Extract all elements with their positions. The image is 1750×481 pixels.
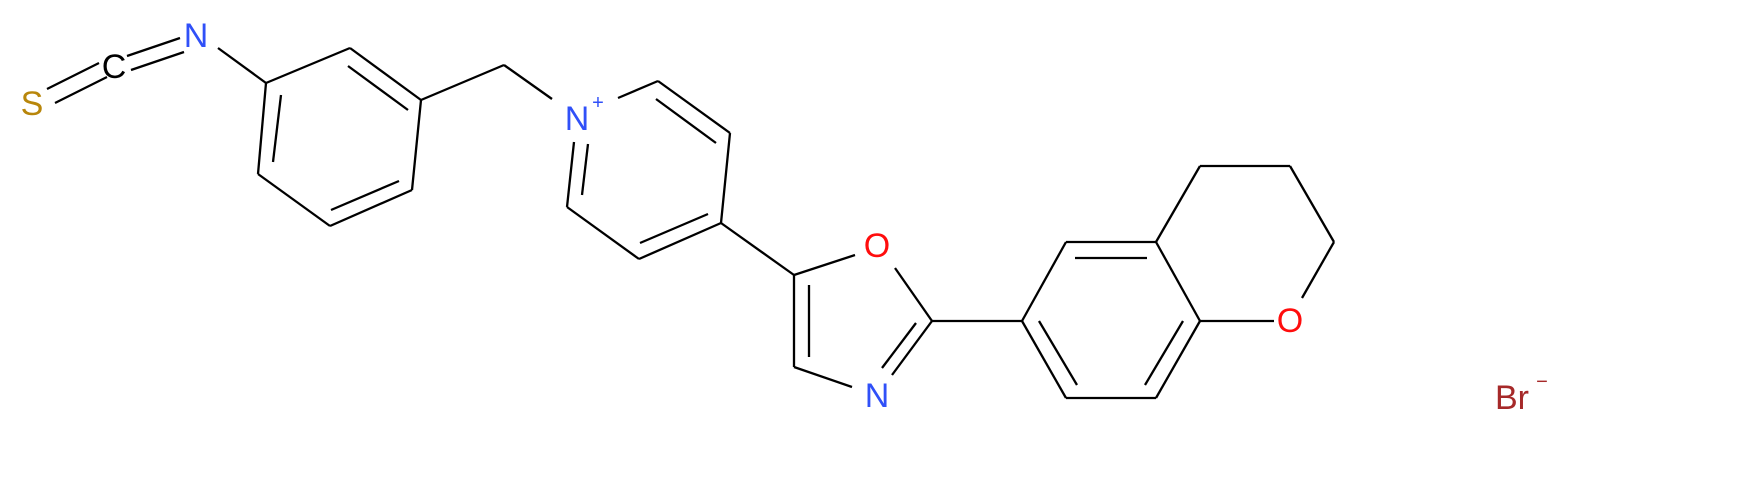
- bond-c-n-double-a: [126, 36, 181, 58]
- bond-pyr-c4-c5-inner: [639, 212, 709, 245]
- atom-nitrogen-pyridinium-label: N: [565, 100, 590, 138]
- bond-pyr-c3-c4: [719, 132, 732, 224]
- bond-chrom-ar-6-1: [1021, 320, 1067, 399]
- bond-chrom-ar-4-5: [1155, 320, 1201, 399]
- bond-chrom-sat-4: [1301, 241, 1335, 299]
- bond-benzene-5-6: [257, 173, 331, 227]
- bond-n-aryl: [217, 47, 267, 84]
- bond-pyr-c4-c5: [638, 221, 722, 261]
- atom-oxygen-chroman-label: O: [1277, 302, 1303, 340]
- bond-pyr-c6-n-inner: [580, 143, 590, 196]
- bond-pyr-n-c2: [617, 79, 659, 100]
- bond-s-c-double-b: [54, 75, 108, 105]
- atom-oxygen-oxazole-label: O: [864, 227, 890, 265]
- bond-pyr-c5-c6: [566, 206, 640, 260]
- bond-benzene-6-1-inner: [271, 94, 283, 163]
- bond-pyr-oxazole: [720, 222, 795, 276]
- atom-carbon-isothiocyanate-label: C: [102, 48, 127, 86]
- bond-pyr-c6-n: [565, 141, 576, 208]
- bond-chrom-sat-3: [1289, 165, 1335, 243]
- bond-chrom-ar-4-5-inner: [1144, 320, 1184, 386]
- bond-pyr-c2-c3-inner: [655, 98, 717, 144]
- atom-label-layer: S C N N + O N O Br −: [21, 17, 1548, 417]
- bond-ox-c2-n3: [891, 320, 933, 376]
- bond-benzene-6-1: [256, 82, 268, 175]
- bromide-counterion-label: Br: [1495, 379, 1529, 417]
- bond-aryl-ch2: [420, 63, 505, 102]
- bond-pyr-c2-c3: [657, 80, 731, 134]
- bond-benzene-2-3: [349, 47, 422, 101]
- bond-benzene-4-5-inner: [330, 179, 400, 212]
- atom-nitrogen-oxazole-label: N: [865, 377, 890, 415]
- bond-ox-n3-c4: [793, 365, 853, 389]
- atom-sulfur-label: S: [21, 85, 44, 123]
- bond-chrom-sat-1: [1155, 165, 1201, 243]
- bond-s-c-double-a: [46, 61, 100, 91]
- pyridinium-positive-charge: +: [592, 92, 604, 114]
- bond-benzene-4-5: [329, 188, 413, 228]
- bond-benzene-1-2: [265, 46, 351, 85]
- bond-benzene-2-3-inner: [347, 65, 409, 111]
- bromide-negative-charge: −: [1536, 371, 1548, 393]
- bond-layer: [46, 36, 1335, 400]
- bond-benzene-3-4: [410, 99, 423, 191]
- bond-c-n-double-b: [130, 50, 185, 72]
- bond-ox-c2-n3-inner: [881, 322, 917, 369]
- atom-nitrogen-isothiocyanate-label: N: [184, 17, 209, 55]
- bond-ox-c5-o1: [793, 253, 856, 277]
- bond-chrom-ar-1-2: [1020, 241, 1068, 322]
- bond-ch2-npy: [503, 64, 553, 100]
- bond-chrom-ar-6-1-inner: [1038, 320, 1078, 386]
- bond-chrom-ar-3-4: [1154, 241, 1202, 322]
- bond-ox-o1-c2: [894, 267, 933, 322]
